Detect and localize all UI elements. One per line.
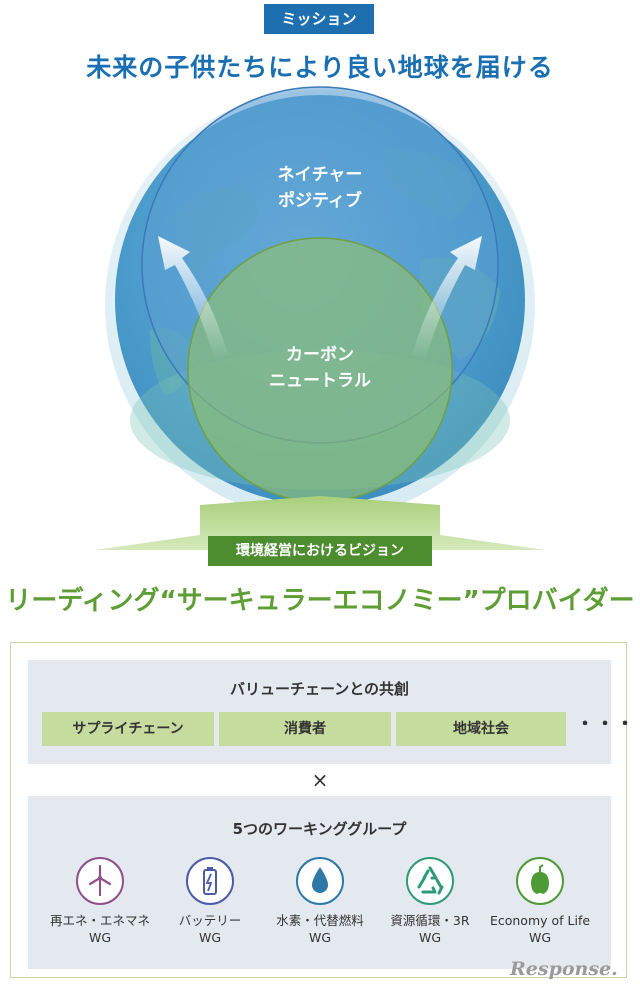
carbon-neutral-line1: カーボン [286,345,354,365]
left-growth-arrow [158,236,228,360]
multiply-sign: × [311,768,329,792]
value-chain-title: バリューチェーンとの共創 [229,680,410,698]
wg-economy-of-life: Economy of Life WG [480,856,600,946]
value-chain-item-supply-chain: サプライチェーン [42,712,214,746]
value-chain-panel: バリューチェーンとの共創 サプライチェーン 消費者 地域社会 ・・・ [28,660,634,764]
more-ellipsis: ・・・ [576,714,636,735]
mission-title: 未来の子供たちにより良い地球を届ける [86,53,554,82]
value-chain-item-community: 地域社会 [396,712,566,746]
wg-label-line1: 再エネ・エネマネ [49,913,150,928]
wg-label-line2: WG [528,930,552,945]
carbon-neutral-label: カーボン ニュートラル [220,342,420,394]
right-growth-arrow [412,236,482,360]
nature-positive-line1: ネイチャー [277,165,363,185]
wg-renewable-energy: 再エネ・エネマネ WG [40,856,160,946]
carbon-neutral-line2: ニュートラル [269,371,371,391]
wg-hydrogen: 水素・代替燃料 WG [260,856,380,946]
vision-up-arrow [95,496,545,550]
wg-label-line2: WG [88,930,112,945]
mission-badge: ミッション [264,4,374,34]
nature-positive-line2: ポジティブ [278,191,362,211]
wg-label-line1: バッテリー [178,913,242,928]
wg-label-line1: 資源循環・3R [390,913,470,928]
bell-pepper-icon [516,857,564,905]
wg-label-line2: WG [418,930,442,945]
nature-positive-label: ネイチャー ポジティブ [220,162,420,214]
recycle-icon [406,857,454,905]
wg-label-line1: Economy of Life [489,913,591,928]
battery-icon [186,857,234,905]
wg-label-line2: WG [308,930,332,945]
vision-title: リーディング“サーキュラーエコノミー”プロバイダー [5,586,635,616]
value-chain-item-consumers: 消費者 [219,712,391,746]
globe-diagram [95,86,545,550]
water-drop-icon [296,857,344,905]
working-groups-title: 5つのワーキンググループ [232,820,407,838]
response-watermark: Response. [510,958,618,980]
wg-recycling: 資源循環・3R WG [370,856,490,946]
vision-badge: 環境経営におけるビジョン [208,536,432,566]
wg-battery: バッテリー WG [150,856,270,946]
wind-turbine-icon [76,857,124,905]
wg-label-line2: WG [198,930,222,945]
wg-label-line1: 水素・代替燃料 [276,913,364,928]
framework-frame [10,642,627,978]
working-groups-panel: 5つのワーキンググループ 再エネ・エネマネ WG バッテリー WG [28,796,611,969]
